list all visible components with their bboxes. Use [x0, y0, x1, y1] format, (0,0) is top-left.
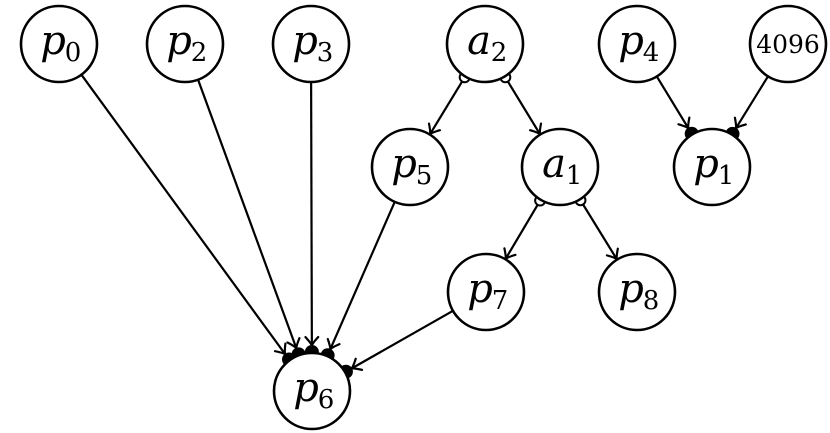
edge-p4-p1 [655, 75, 699, 141]
node-label: p [391, 141, 417, 187]
edge-p5-p6 [320, 201, 396, 363]
node-label: p [293, 365, 319, 411]
node-p8: p8 [597, 252, 677, 332]
edge-line [329, 201, 396, 351]
node-circle [445, 4, 525, 84]
node-subscript: 1 [718, 161, 735, 191]
edges-layer [80, 71, 769, 379]
node-subscript: 6 [318, 385, 335, 415]
node-p1: p1 [672, 127, 752, 207]
edge-line [655, 75, 690, 130]
node-circle [597, 252, 677, 332]
edge-p7-p6 [338, 309, 454, 379]
node-label: p [618, 266, 644, 312]
node-p2: p2 [145, 4, 225, 84]
edge-a1-p7 [503, 194, 547, 261]
node-subscript: 8 [643, 286, 660, 316]
node-circle [520, 127, 600, 207]
edge-p2-p6 [197, 79, 306, 362]
node-subscript: 5 [416, 161, 433, 191]
edge-line [80, 74, 287, 356]
node-p0: p0 [19, 4, 99, 84]
edge-line [197, 79, 298, 350]
node-p3: p3 [271, 4, 351, 84]
edge-line [428, 80, 464, 136]
edge-line [350, 309, 454, 370]
node-p5: p5 [370, 127, 450, 207]
node-circle [271, 4, 351, 84]
edge-line [310, 81, 313, 347]
node-label: p [166, 18, 192, 64]
node-n4096: 4096 [748, 4, 828, 84]
node-label: p [292, 18, 318, 64]
edge-a2-a1 [499, 71, 543, 136]
node-p7: p7 [446, 252, 526, 332]
node-label: p [693, 141, 719, 187]
node-subscript: 2 [491, 38, 508, 68]
node-subscript: 7 [492, 286, 509, 316]
node-circle [19, 4, 99, 84]
node-circle [748, 4, 828, 84]
node-label: a [467, 18, 491, 64]
node-subscript: 2 [191, 38, 208, 68]
edge-line [506, 80, 542, 136]
node-label: a [542, 141, 566, 187]
edge-line [581, 203, 619, 261]
node-subscript: 1 [566, 161, 583, 191]
edge-line [734, 75, 769, 130]
edge-p0-p6 [80, 74, 297, 367]
node-label: p [467, 266, 493, 312]
node-circle [145, 4, 225, 84]
edge-a1-p8 [574, 194, 619, 261]
node-label: p [40, 18, 66, 64]
node-p6: p6 [272, 351, 352, 431]
node-p4: p4 [597, 4, 677, 84]
node-subscript: 4 [643, 38, 660, 68]
node-circle [672, 127, 752, 207]
node-subscript: 0 [65, 38, 82, 68]
node-label: 4096 [756, 30, 820, 59]
edge-p3-p6 [304, 81, 320, 360]
node-circle [370, 127, 450, 207]
edge-line [504, 203, 540, 260]
node-subscript: 3 [317, 38, 334, 68]
edge-a2-p5 [427, 71, 471, 136]
edge-n4096-p1 [725, 75, 769, 141]
node-label: p [618, 18, 644, 64]
node-circle [272, 351, 352, 431]
node-circle [446, 252, 526, 332]
node-circle [597, 4, 677, 84]
